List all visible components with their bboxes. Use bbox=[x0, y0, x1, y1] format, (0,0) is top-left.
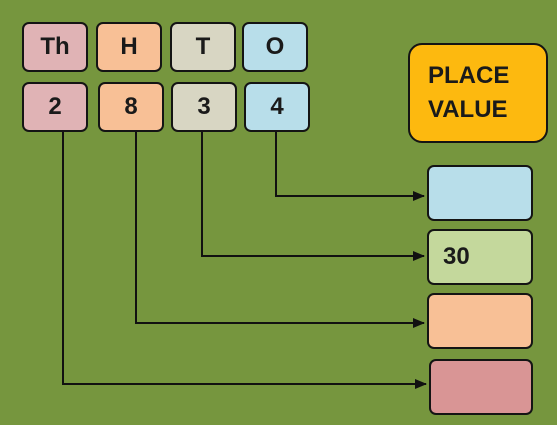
answer-box-ones[interactable] bbox=[427, 165, 533, 221]
header-ones: O bbox=[242, 22, 308, 72]
digit-ones: 4 bbox=[244, 82, 310, 132]
hundreds-arrow bbox=[135, 132, 425, 328]
place-value-title: PLACE VALUE bbox=[408, 43, 548, 143]
header-tens: T bbox=[170, 22, 236, 72]
ones-arrow bbox=[275, 132, 425, 201]
digit-hundreds: 8 bbox=[98, 82, 164, 132]
digit-thousands: 2 bbox=[22, 82, 88, 132]
answer-box-tens[interactable]: 30 bbox=[427, 229, 533, 285]
thousands-arrow bbox=[62, 132, 427, 389]
answer-box-thousands[interactable] bbox=[429, 359, 533, 415]
header-thousands: Th bbox=[22, 22, 88, 72]
digit-tens: 3 bbox=[171, 82, 237, 132]
answer-box-hundreds[interactable] bbox=[427, 293, 533, 349]
place-value-title-line2: VALUE bbox=[428, 96, 508, 123]
tens-arrow bbox=[201, 132, 425, 261]
place-value-title-line1: PLACE bbox=[428, 62, 510, 89]
header-hundreds: H bbox=[96, 22, 162, 72]
